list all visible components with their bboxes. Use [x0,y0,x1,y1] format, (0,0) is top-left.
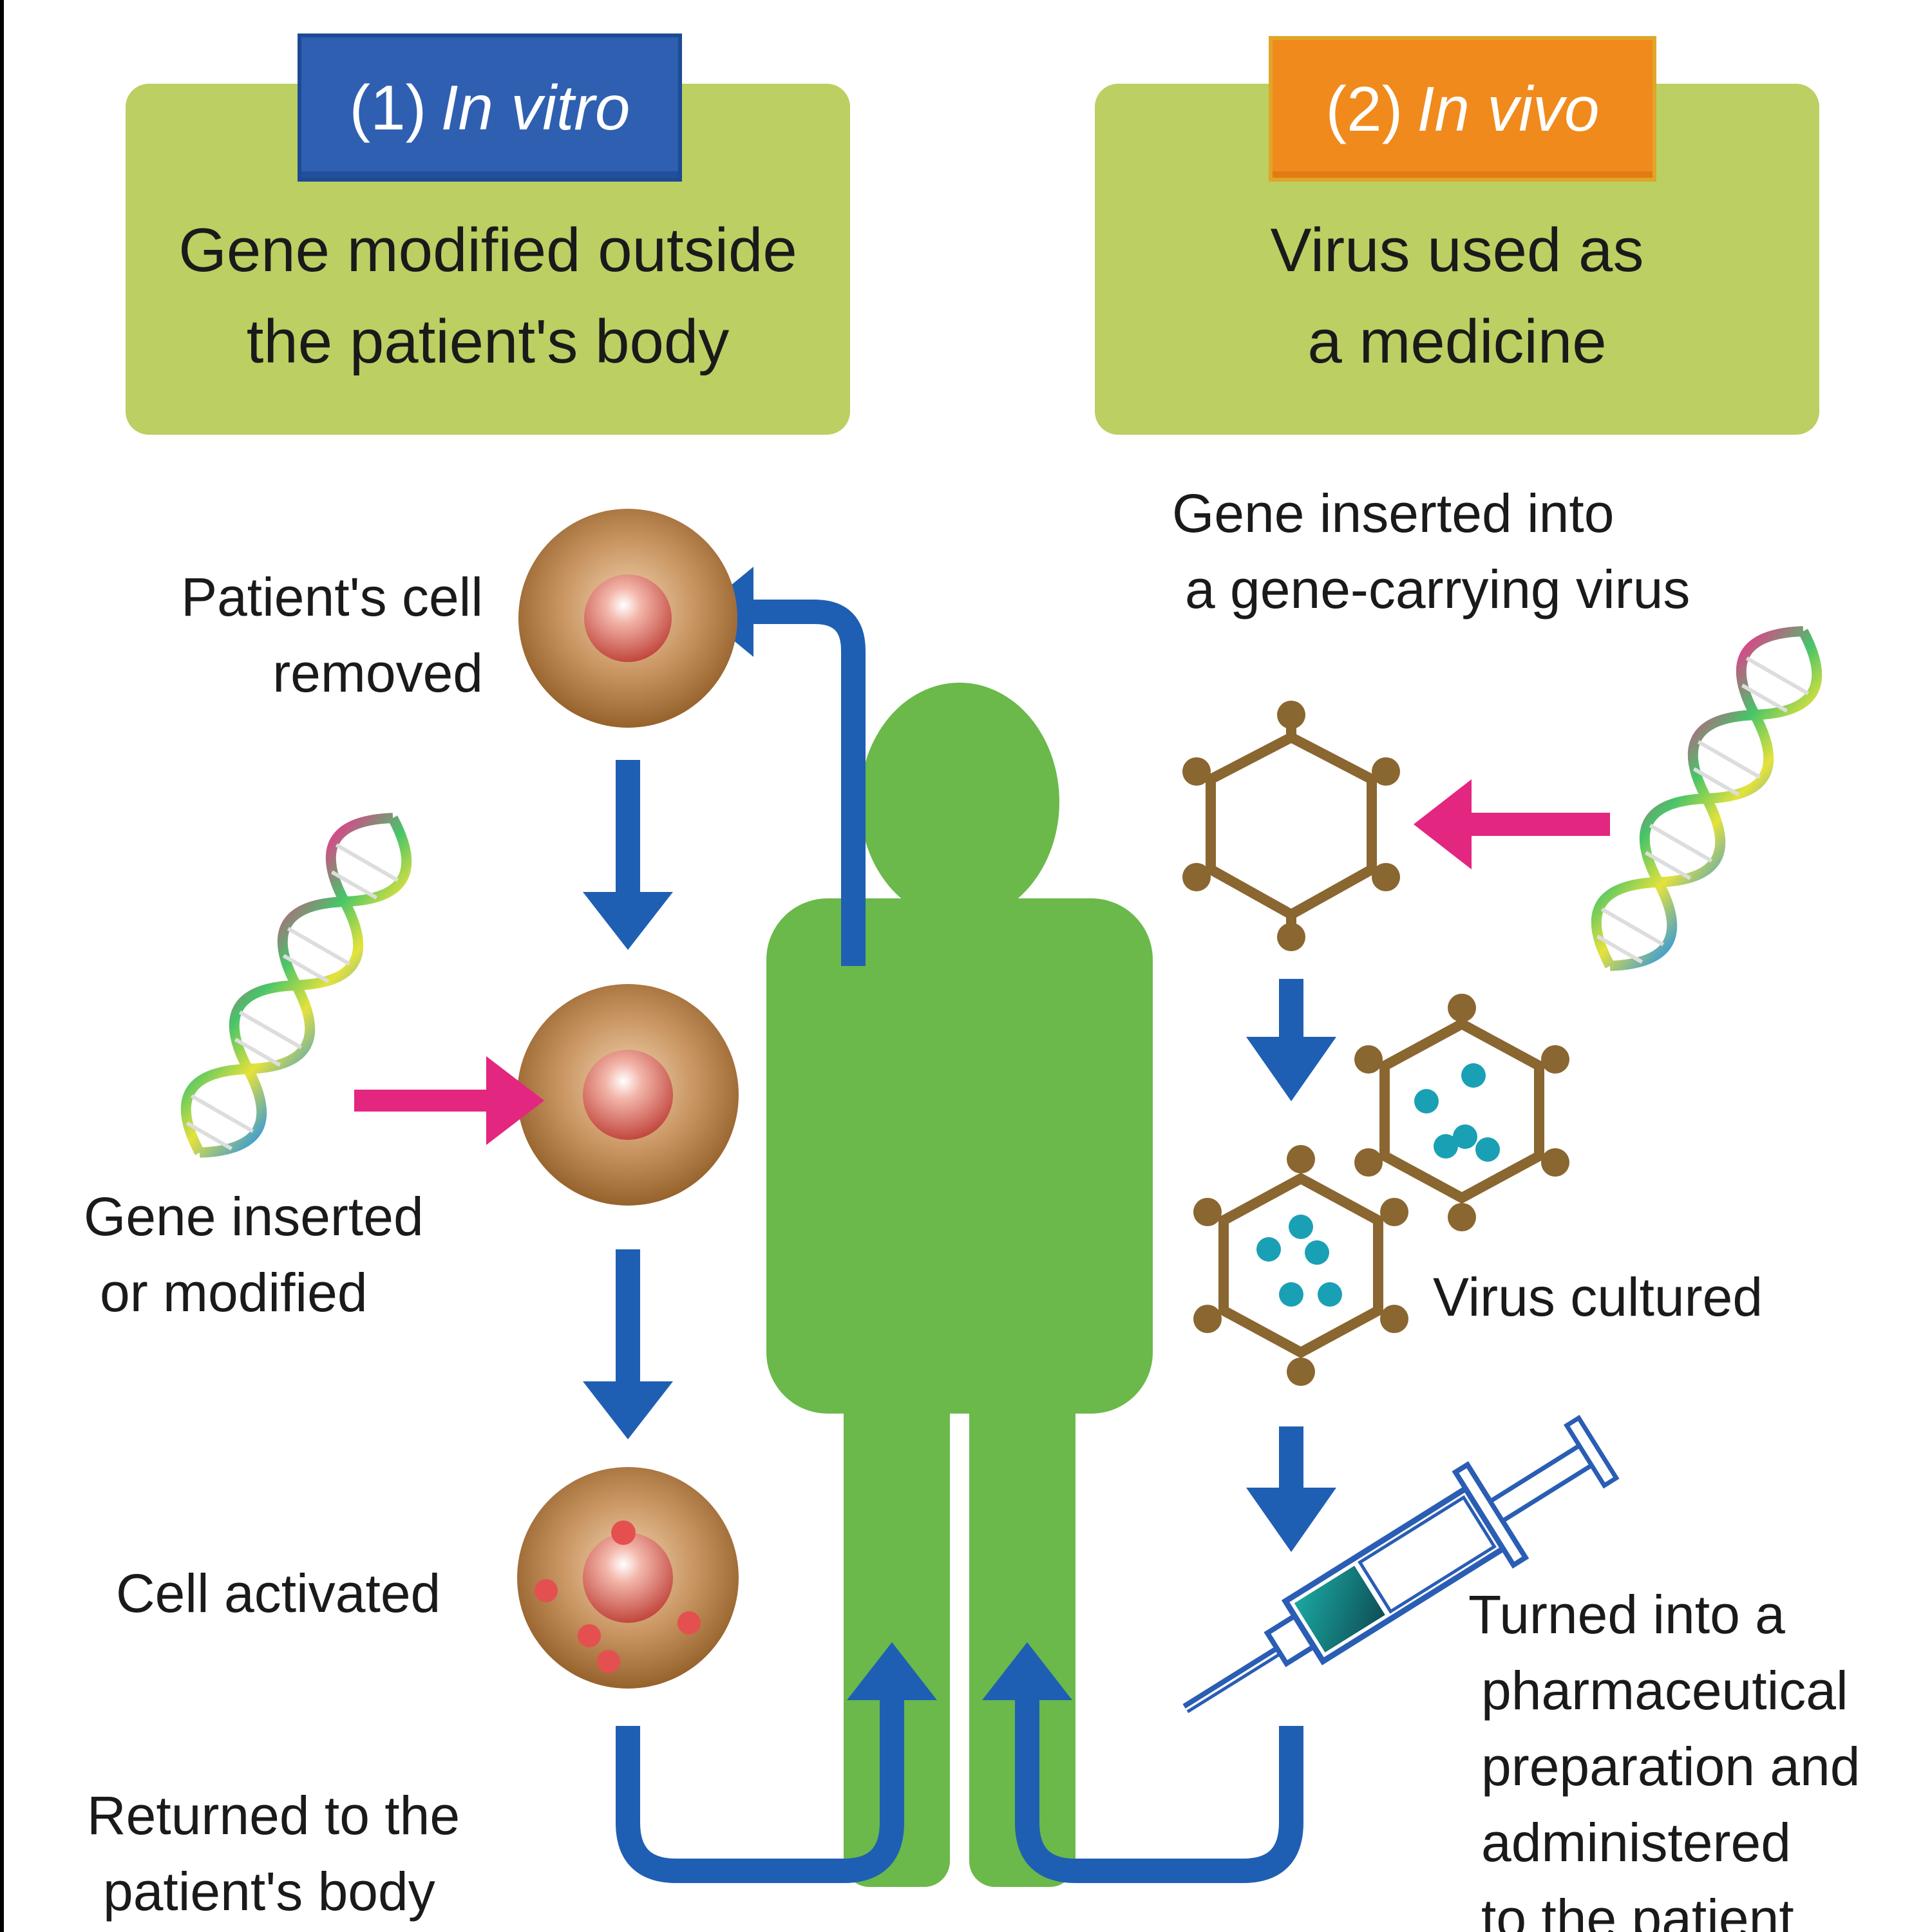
cell-icon [518,509,737,728]
label-gene-inserted-line2: or modified [100,1262,368,1323]
in-vitro-title: Gene modified outside the patient's body [126,205,850,388]
dna-helix-icon [180,813,412,1158]
label-virus-gene-line1: Gene inserted into [1172,483,1615,544]
arrow-down-1 [583,760,673,950]
virus-spikes [1182,701,1400,951]
arrow-down-virus [1246,979,1336,1101]
in-vitro-tag-label: In vitro [440,72,630,143]
arrow-return-left [616,1687,904,1883]
in-vitro-title-line2: the patient's body [246,307,730,376]
cell-icon [517,1467,739,1689]
virus-icon [1195,718,1387,934]
in-vivo-title-line2: a medicine [1307,307,1607,376]
in-vitro-number: (1) [349,72,427,143]
arrow-down-2 [583,1249,673,1439]
in-vivo-title-line1: Virus used as [1270,216,1644,285]
arrow-head-return-right [982,1642,1072,1700]
in-vitro-tag: (1) In vitro [298,33,682,182]
label-returned: Returned to the patient's body [87,1777,538,1929]
label-returned-line1: Returned to the [87,1785,460,1846]
in-vivo-title: Virus used as a medicine [1095,205,1819,388]
in-vivo-tag-label: In vivo [1417,73,1600,144]
cell-icon [517,984,739,1206]
virus-icon [1354,994,1569,1231]
label-cell-removed: Patient's cell removed [97,559,483,711]
label-gene-inserted-line1: Gene inserted [84,1186,424,1247]
label-gene-inserted: Gene inserted or modified [84,1179,483,1331]
dna-helix-icon [1591,626,1823,971]
virus-icon [1193,1145,1408,1386]
in-vivo-tag: (2) In vivo [1269,36,1656,182]
label-cell-activated: Cell activated [116,1563,441,1624]
label-pharma-line1: Turned into a [1468,1584,1785,1645]
label-returned-line2: patient's body [103,1861,435,1922]
label-pharma-line2: pharmaceutical [1481,1660,1848,1721]
arrow-head-return-left [847,1642,937,1700]
label-pharma-line3: preparation and [1481,1736,1861,1797]
label-pharma-line4: administered [1481,1812,1791,1873]
label-pharma-line5: to the patient [1481,1888,1794,1932]
syringe-icon [1182,1414,1620,1714]
in-vitro-title-line1: Gene modified outside [178,216,797,285]
insert-arrow-left [354,1056,544,1145]
in-vivo-number: (2) [1325,73,1403,144]
label-cell-removed-line2: removed [272,643,483,703]
left-border [0,0,4,1932]
arrow-down-syringe [1246,1426,1336,1552]
arrow-to-removed-cell [741,600,866,966]
insert-arrow-right [1414,779,1610,869]
label-pharma: Turned into a pharmaceutical preparation… [1468,1577,1919,1932]
label-virus-gene-line2: a gene-carrying virus [1185,559,1690,620]
human-figure-icon [766,683,1153,1887]
arrow-return-right [1015,1687,1303,1883]
label-cell-removed-line1: Patient's cell [181,567,483,627]
label-virus-gene: Gene inserted into a gene-carrying virus [1172,475,1752,627]
label-virus-cultured: Virus cultured [1433,1267,1763,1327]
